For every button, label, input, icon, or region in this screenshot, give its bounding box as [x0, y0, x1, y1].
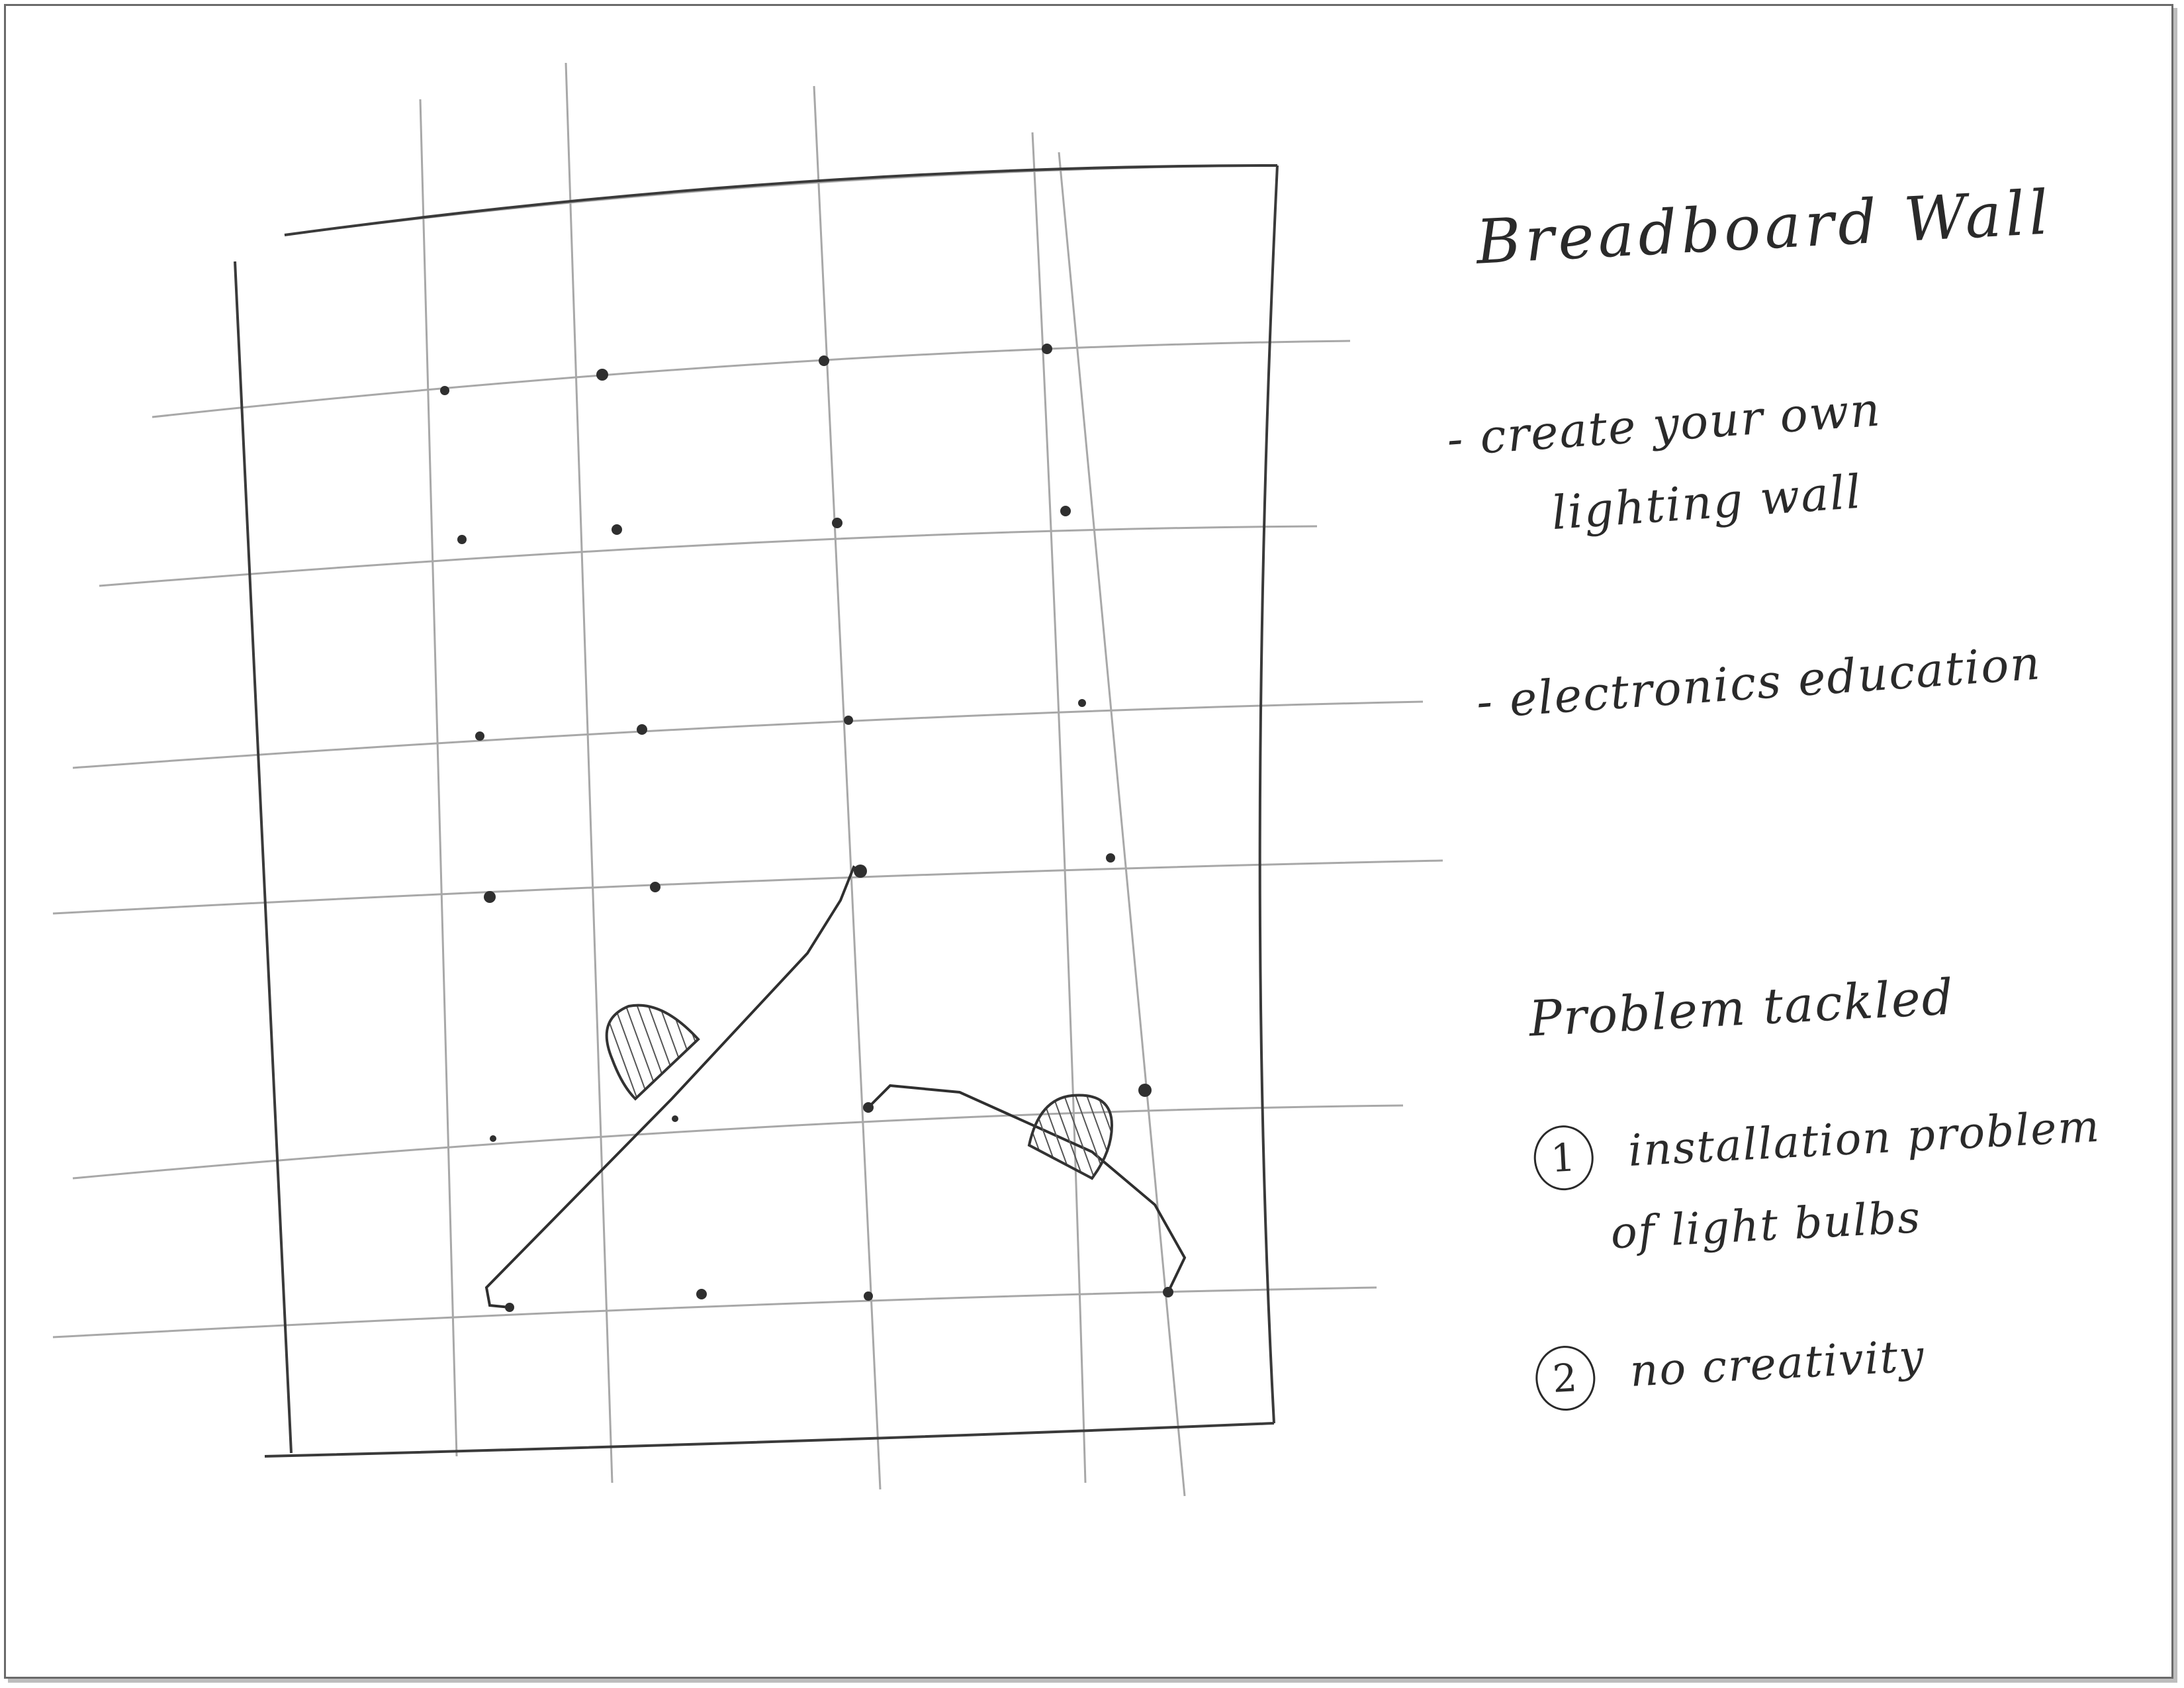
wall-frame: [234, 164, 1279, 1458]
connection-point: [864, 1291, 873, 1301]
paper-sheet: [4, 4, 2173, 1679]
frame-right-edge: [1258, 165, 1279, 1424]
connection-point: [819, 355, 829, 366]
wire-left: [484, 865, 862, 1309]
light-bulb-left: [605, 1004, 700, 1101]
connection-point: [844, 716, 853, 725]
connection-point: [1042, 344, 1052, 354]
frame-left-edge: [234, 261, 293, 1454]
light-bulbs: [605, 1004, 1114, 1180]
frame-bottom-edge: [264, 1422, 1275, 1458]
frame-top-edge: [284, 164, 1278, 236]
connection-point: [650, 882, 660, 892]
problem-line: no creativity: [1628, 1330, 1927, 1397]
connection-point: [637, 724, 647, 735]
connection-point: [596, 369, 608, 381]
grid-line-v1: [419, 99, 458, 1457]
connection-point: [475, 731, 484, 741]
grid-line-h7: [52, 1286, 1377, 1338]
grid-line-v5: [1058, 152, 1186, 1497]
bullet-dash: -: [1475, 674, 1496, 729]
grid-line-h3: [99, 525, 1318, 587]
bullet-dash: -: [1445, 411, 1466, 467]
grid-line-h5: [52, 859, 1443, 915]
grid-line-h2: [152, 340, 1351, 418]
connection-point: [1138, 1084, 1152, 1097]
grid-line-h6: [72, 1104, 1404, 1180]
wires: [484, 865, 1187, 1309]
wire-right: [867, 1084, 1187, 1293]
grid-line-v2: [565, 62, 614, 1483]
problem-number-circle: 2: [1533, 1344, 1597, 1413]
grid-line-v3: [813, 85, 882, 1490]
connection-point: [484, 891, 496, 903]
connection-point: [1060, 506, 1071, 516]
grid-line-h1: [284, 164, 1278, 236]
connection-point: [490, 1135, 496, 1142]
background-grid: [52, 62, 1443, 1497]
light-bulb-right: [1027, 1094, 1114, 1180]
problem-number-circle: 1: [1532, 1123, 1596, 1192]
connection-point: [832, 518, 842, 528]
connection-point: [1106, 853, 1115, 863]
grid-line-h4: [72, 700, 1424, 769]
connection-point: [440, 386, 449, 395]
connection-point: [612, 524, 622, 535]
grid-line-v4: [1031, 132, 1087, 1483]
connection-point: [696, 1289, 707, 1299]
connection-point: [672, 1115, 678, 1122]
connection-point: [1078, 699, 1086, 707]
connection-point: [457, 535, 467, 544]
